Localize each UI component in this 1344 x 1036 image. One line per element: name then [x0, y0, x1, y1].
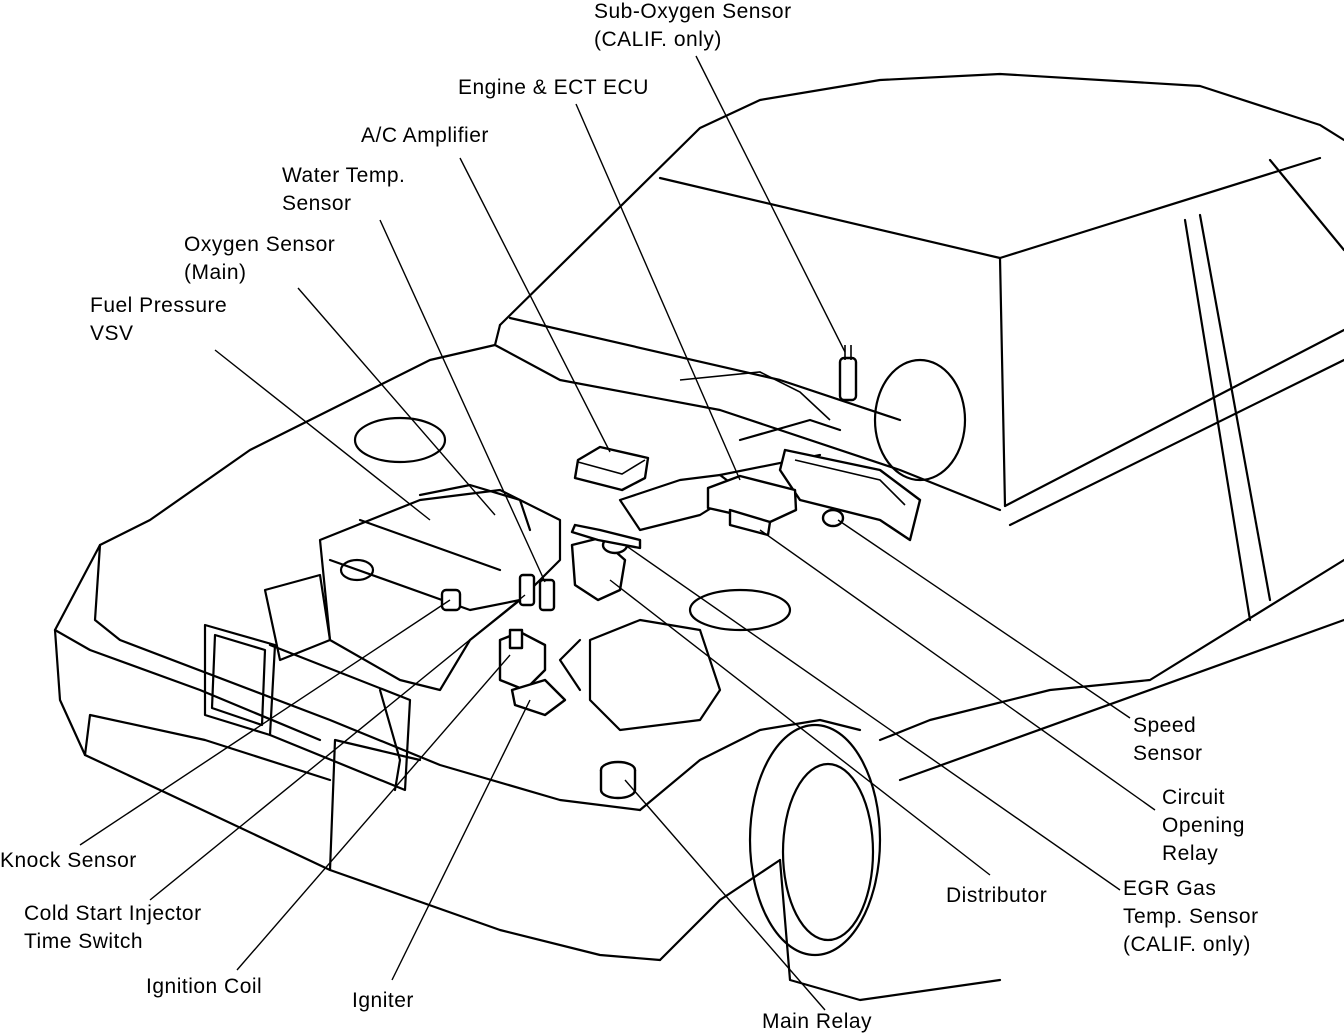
ac-amplifier-leader [459, 157, 611, 453]
ac-amplifier-label: A/C Amplifier [361, 124, 489, 147]
sub-oxygen-sensor-label: Sub-Oxygen Sensor (CALIF. only) [594, 0, 792, 51]
engine-ect-ecu-label: Engine & ECT ECU [458, 76, 649, 99]
circuit-opening-relay-label: Circuit Opening Relay [1162, 786, 1245, 865]
oxygen-sensor-main-leader [297, 287, 496, 516]
main-relay-leader [624, 779, 826, 1011]
water-temp-sensor-label: Water Temp. Sensor [282, 164, 406, 215]
fuel-pressure-vsv-leader [214, 349, 431, 521]
speed-sensor-leader [837, 519, 1131, 719]
oxygen-sensor-main-label: Oxygen Sensor (Main) [184, 233, 336, 284]
ignition-coil-label: Ignition Coil [146, 975, 263, 998]
distributor-label: Distributor [946, 884, 1048, 907]
sub-oxygen-sensor-leader [695, 55, 846, 353]
cold-start-injector-time-switch-label: Cold Start Injector Time Switch [24, 902, 202, 953]
cold-start-injector-leader [149, 594, 526, 901]
fuel-pressure-vsv-label: Fuel Pressure VSV [90, 294, 228, 345]
water-temp-sensor-leader [379, 219, 546, 583]
ignition-coil-leader [236, 654, 511, 971]
speed-sensor-label: Speed Sensor [1133, 714, 1203, 765]
circuit-opening-relay-leader [759, 529, 1156, 811]
engine-ect-ecu-leader [575, 103, 741, 481]
egr-gas-temp-sensor-label: EGR Gas Temp. Sensor (CALIF. only) [1123, 877, 1259, 956]
main-relay-label: Main Relay [762, 1010, 873, 1033]
egr-gas-temp-sensor-leader [624, 544, 1121, 891]
knock-sensor-leader [79, 599, 451, 846]
knock-sensor-label: Knock Sensor [0, 849, 137, 872]
igniter-label: Igniter [352, 989, 414, 1012]
distributor-leader [609, 579, 991, 876]
igniter-leader [391, 699, 531, 981]
